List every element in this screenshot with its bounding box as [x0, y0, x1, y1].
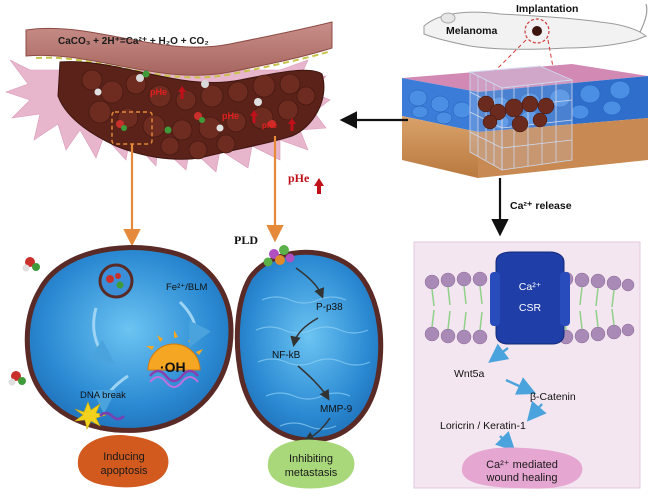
metastasis-cell: P-p38 NF-kB MMP-9 Inhibiting metastasis [234, 245, 384, 489]
apoptosis-text-2: apoptosis [100, 465, 148, 477]
pathway-arrow-4 [303, 417, 331, 442]
phe-label-2: pHe [222, 111, 239, 121]
metastasis-blob [267, 439, 355, 489]
phe-label-1: pHe [150, 87, 167, 97]
csr-receptor [495, 251, 565, 345]
dna-strand [149, 369, 199, 383]
oh-label: ·OH [160, 359, 186, 375]
pld-label: PLD [234, 233, 258, 247]
fe-blm-label: Fe²⁺/BLM [166, 282, 208, 293]
dna-fragment [99, 411, 125, 421]
melanoma-label: Melanoma [446, 25, 498, 37]
inner-arrow-3 [92, 374, 129, 414]
nanoparticles [94, 70, 276, 134]
loricrin-label: Loricrin / Keratin-1 [440, 420, 526, 432]
p-p38-label: P-p38 [316, 302, 343, 313]
wound-text-1: Ca²⁺ mediated [486, 459, 558, 471]
csr-label: CSR [519, 302, 542, 314]
csr-ca-label: Ca²⁺ [519, 281, 542, 293]
red-up-arrows [178, 86, 296, 131]
block-top-pink [402, 64, 648, 92]
phe-label-4: pHe [288, 171, 310, 185]
pathway-arrow-1 [295, 267, 325, 299]
grid-tumor [477, 95, 555, 133]
sig-arrow-2 [505, 377, 537, 395]
oh-burst [147, 343, 201, 371]
phe-label-3: pHe [262, 121, 278, 130]
implant-site [524, 18, 550, 44]
wound-text-2: wound healing [486, 472, 558, 484]
mouse-ear [440, 12, 456, 24]
cell-membrane-2 [234, 249, 384, 443]
metastasis-text-2: metastasis [285, 467, 338, 479]
apoptosis-cell: ·OH Fe²⁺/BLM DNA break Inducing apoptosi… [8, 245, 234, 488]
apoptosis-text-1: Inducing [103, 451, 145, 463]
apoptosis-blob [77, 435, 169, 488]
melanoma-spot [532, 26, 542, 36]
dna-break-star [73, 401, 107, 430]
skin-band [25, 21, 333, 76]
vesicle [98, 263, 134, 299]
inner-arrow-1 [88, 307, 115, 364]
mouse-tail [639, 3, 648, 33]
reaction-equation: CaCO₃ + 2H⁺=Ca²⁺ + H₂O + CO₂ [58, 36, 209, 47]
tumor-section: CaCO₃ + 2H⁺=Ca²⁺ + H₂O + CO₂ pHe pHe pHe [5, 21, 333, 173]
implantation-label: Implantation [516, 3, 578, 15]
dna-break-label: DNA break [80, 390, 126, 401]
dashed-boundary [35, 51, 329, 79]
sig-arrow-3 [526, 400, 547, 422]
wound-healing-panel: Ca²⁺ CSR Wnt5a β-Catenin Loricrin / Kera… [413, 241, 641, 489]
sig-arrow-1 [488, 343, 510, 363]
block-soil-side [478, 118, 648, 178]
wnt5a-label: Wnt5a [454, 368, 485, 380]
block-soil-front [402, 116, 478, 178]
pld-cluster [263, 245, 295, 267]
sig-arrow-4 [495, 431, 516, 452]
wound-blob [461, 447, 583, 489]
phe-up-arrow [314, 178, 324, 194]
mouse-implant-panel: Melanoma Implantation [402, 3, 648, 178]
water-texture [255, 296, 371, 430]
oh-spikes [146, 330, 203, 355]
nf-kb-label: NF-kB [272, 350, 301, 361]
inner-arrow-2 [178, 300, 211, 348]
ca-release-label: Ca²⁺ release [510, 200, 572, 212]
metastasis-text-1: Inhibiting [289, 453, 333, 465]
beta-catenin-label: β-Catenin [530, 391, 576, 403]
pathway-arrow-2 [290, 317, 319, 347]
mmp9-label: MMP-9 [320, 404, 353, 415]
membrane-bilayer [424, 271, 635, 345]
pathway-arrow-3 [297, 365, 330, 401]
